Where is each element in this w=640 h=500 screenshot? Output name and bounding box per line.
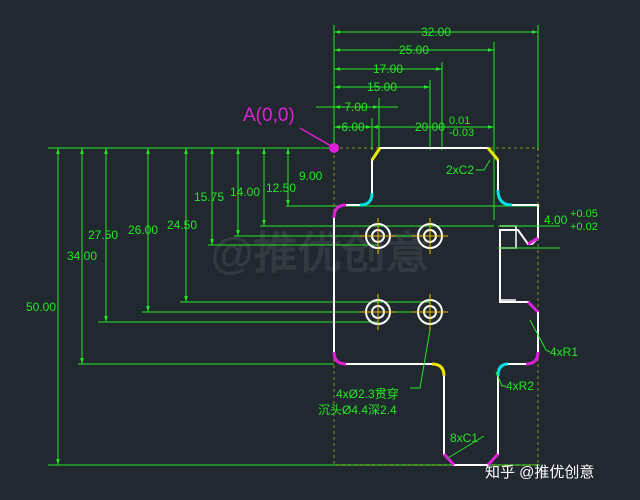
dim-text-14: 14.00 [230,185,260,199]
fillet-r2-right [496,362,509,377]
note-hole-through: 4xØ2.3贯穿 [336,386,399,401]
dim-text-27-5: 27.50 [88,228,118,242]
fillet-left-bottom [332,351,347,366]
chamfer-slot-upper [527,236,539,246]
dim-text-26: 26.00 [128,223,158,237]
watermark-center: @推优创意 [211,229,430,278]
dim-text-6: 6.00 [341,120,365,134]
dim-tol-20-lower: -0.03 [449,127,474,139]
note-2xc2: 2xC2 [446,163,474,177]
watermark-corner: 知乎 @推优创意 [485,463,594,481]
dim-text-9: 9.00 [299,169,323,183]
note-hole-countersink: 沉头Ø4.4深2.4 [318,403,397,417]
note-4xr2: 4xR2 [506,379,534,393]
fillet-top-left [359,192,374,207]
slot-dimension [498,225,560,249]
dim-text-7: 7.00 [344,100,368,114]
dim-text-24-5: 24.50 [167,218,197,232]
chamfer-bottom-right [486,452,500,467]
top-dimensions [316,25,539,220]
dim-tol-20-upper: 0.01 [449,115,470,127]
dim-text-12-5: 12.50 [266,181,296,195]
fillet-r2-left [431,362,446,377]
hole-centerlines [360,218,448,330]
dim-text-slot: 4.00 [544,213,568,227]
fillet-top-right [496,189,513,207]
chamfer-slot-lower [526,300,540,314]
dim-text-32: 32.00 [421,25,451,39]
dim-text-34: 34.00 [67,249,97,263]
dim-text-25: 25.00 [399,43,429,57]
note-8xc1: 8xC1 [450,431,478,445]
dim-text-20: 20.00 [415,120,445,134]
note-4xr1: 4xR1 [550,345,578,359]
left-dimensions [48,147,540,466]
chamfer-c2-right [486,147,500,161]
bounding-box [333,147,539,466]
dim-tol-slot-lower: +0.02 [570,221,598,233]
chamfer-bottom-left [442,452,456,467]
dim-text-15: 15.00 [367,80,397,94]
dim-text-15-75: 15.75 [194,190,224,204]
fillet-right-bottom [525,351,540,366]
chamfer-c2-left [370,147,382,161]
origin-label: A(0,0) [243,105,295,126]
dim-tol-slot-upper: +0.05 [570,208,598,220]
origin-point [329,143,339,153]
fillet-outer-left [332,203,347,219]
leaders [410,159,551,459]
dim-text-50: 50.00 [26,300,56,314]
part-outline [333,147,539,466]
origin-leader [299,127,332,147]
dim-text-17: 17.00 [373,62,403,76]
